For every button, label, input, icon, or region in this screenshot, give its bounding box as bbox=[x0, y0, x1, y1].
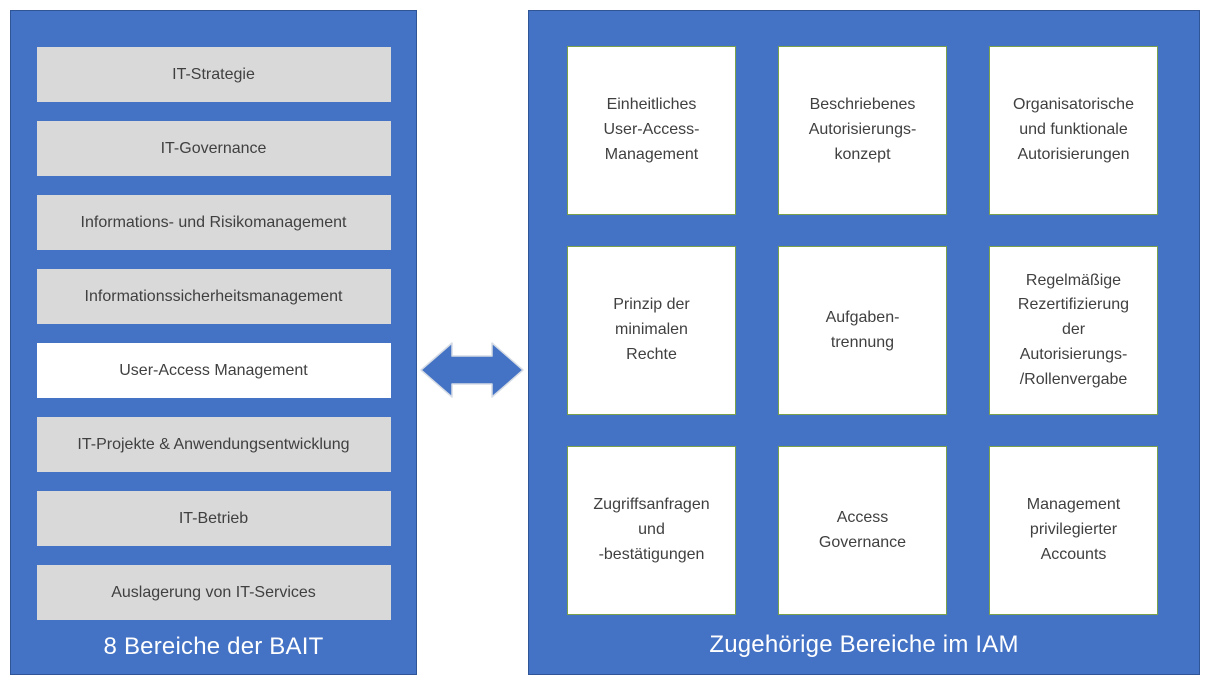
iam-panel-title: Zugehörige Bereiche im IAM bbox=[709, 630, 1019, 658]
bait-item-it-strategie: IT-Strategie bbox=[36, 47, 391, 102]
bait-item-auslagerung-von-it-services: Auslagerung von IT-Services bbox=[36, 565, 391, 620]
iam-box-grid: Einheitliches User-Access- Management Be… bbox=[529, 11, 1199, 615]
bait-panel: IT-Strategie IT-Governance Informations-… bbox=[10, 10, 417, 675]
bait-box-list: IT-Strategie IT-Governance Informations-… bbox=[11, 47, 416, 620]
bait-item-it-governance: IT-Governance bbox=[36, 121, 391, 176]
iam-item-access-governance: Access Governance bbox=[778, 446, 947, 615]
bait-item-user-access-management: User-Access Management bbox=[36, 343, 391, 398]
bait-item-it-betrieb: IT-Betrieb bbox=[36, 491, 391, 546]
iam-item-organisatorische-und-funktionale-autorisierungen: Organisatorische und funktionale Autoris… bbox=[989, 46, 1158, 215]
double-arrow-icon bbox=[420, 342, 524, 398]
iam-item-management-privilegierter-accounts: Management privilegierter Accounts bbox=[989, 446, 1158, 615]
bait-panel-title: 8 Bereiche der BAIT bbox=[103, 633, 324, 660]
iam-panel: Einheitliches User-Access- Management Be… bbox=[528, 10, 1200, 675]
bait-item-informations-und-risikomanagement: Informations- und Risikomanagement bbox=[36, 195, 391, 250]
iam-item-regelmaessige-rezertifizierung: Regelmäßige Rezertifizierung der Autoris… bbox=[989, 246, 1158, 415]
iam-item-beschriebenes-autorisierungskonzept: Beschriebenes Autorisierungs- konzept bbox=[778, 46, 947, 215]
bait-item-it-projekte-anwendungsentwicklung: IT-Projekte & Anwendungsentwicklung bbox=[36, 417, 391, 472]
iam-item-einheitliches-user-access-management: Einheitliches User-Access- Management bbox=[567, 46, 736, 215]
iam-item-zugriffsanfragen-und-bestaetigungen: Zugriffsanfragen und -bestätigungen bbox=[567, 446, 736, 615]
iam-item-prinzip-der-minimalen-rechte: Prinzip der minimalen Rechte bbox=[567, 246, 736, 415]
iam-item-aufgabentrennung: Aufgaben- trennung bbox=[778, 246, 947, 415]
bait-item-informationssicherheitsmanagement: Informationssicherheitsmanagement bbox=[36, 269, 391, 324]
